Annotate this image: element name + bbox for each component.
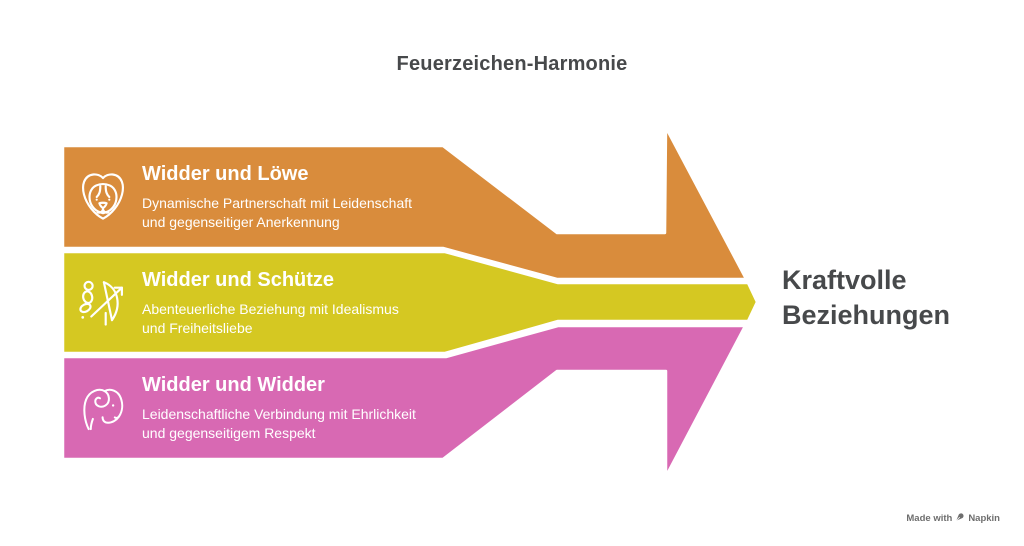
band-texts: Widder und Löwe Dynamische Partnerschaft… xyxy=(142,162,412,232)
band-widder-widder: Widder und Widder Leidenschaftliche Verb… xyxy=(76,357,456,459)
band-title: Widder und Widder xyxy=(142,374,325,396)
result-label: Kraftvolle Beziehungen xyxy=(782,265,951,330)
watermark-prefix: Made with xyxy=(906,513,953,524)
watermark-brand: Napkin xyxy=(968,513,1000,524)
band-description: Abenteuerliche Beziehung mit Idealismus … xyxy=(142,300,399,336)
band-shape-orange xyxy=(61,126,748,281)
band-description: Leidenschaftliche Verbindung mit Ehrlich… xyxy=(142,406,416,441)
band-shape-yellow xyxy=(61,250,759,355)
band-texts: Widder und Widder Leidenschaftliche Verb… xyxy=(142,373,416,443)
page-title: Feuerzeichen-Harmonie xyxy=(396,53,628,75)
band-widder-loewe: Widder und Löwe Dynamische Partnerschaft… xyxy=(76,146,456,248)
band-shape-pink xyxy=(61,324,747,478)
watermark: Made with Napkin xyxy=(906,512,1000,525)
lion-icon xyxy=(76,166,130,228)
ram-icon xyxy=(76,377,130,439)
archer-icon xyxy=(76,272,130,334)
band-widder-schuetze: Widder und Schütze Abenteuerliche Bezieh… xyxy=(76,252,456,353)
band-title: Widder und Löwe xyxy=(142,163,309,185)
band-description: Dynamische Partnerschaft mit Leidenschaf… xyxy=(142,195,413,230)
pen-icon xyxy=(955,512,965,525)
band-texts: Widder und Schütze Abenteuerliche Bezieh… xyxy=(142,268,399,338)
band-title: Widder und Schütze xyxy=(142,268,335,291)
